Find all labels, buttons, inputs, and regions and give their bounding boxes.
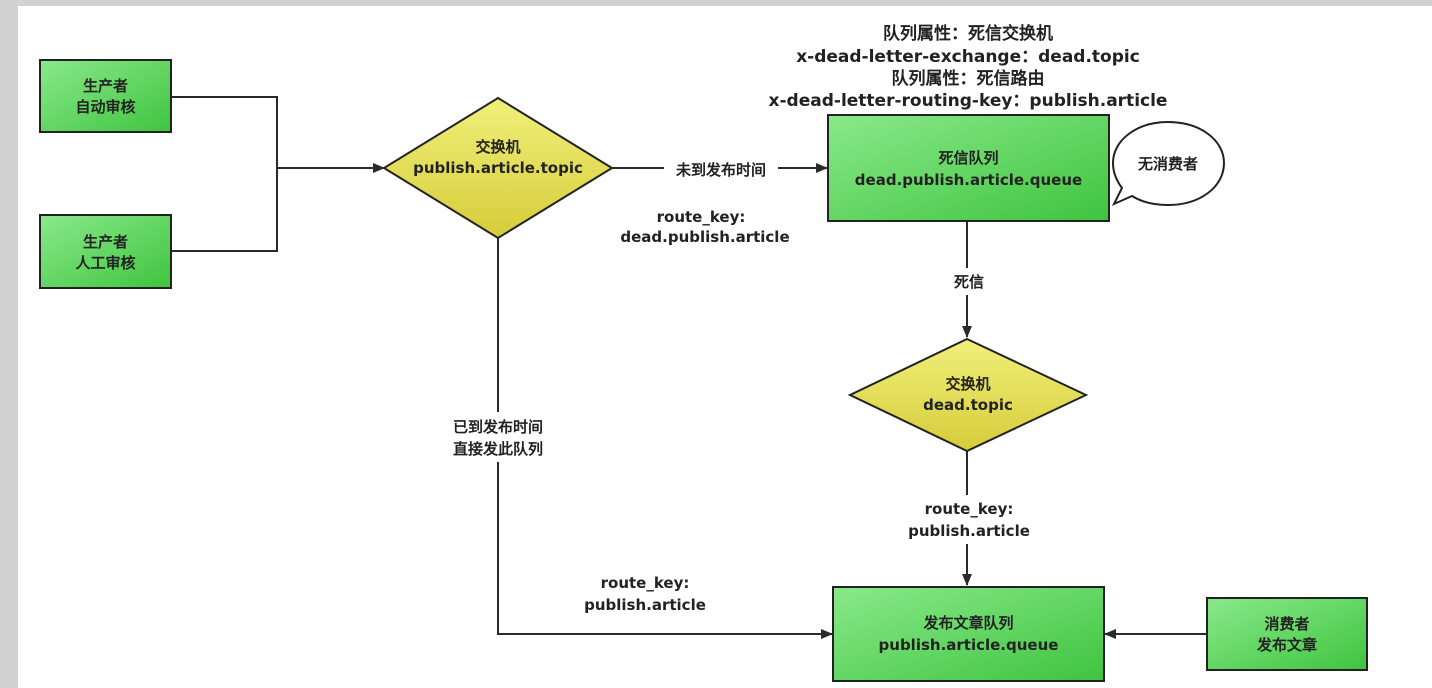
exchange-dead-line1: 交换机 xyxy=(945,375,990,393)
label-route-key-dead-value: dead.publish.article xyxy=(620,228,789,246)
producer-manual-box[interactable]: 生产者 人工审核 xyxy=(39,214,172,289)
consumer-line1: 消费者 xyxy=(1264,615,1309,633)
no-consumer-callout: 无消费者 xyxy=(1111,120,1226,207)
label-route-key-publish-left-value: publish.article xyxy=(584,596,706,614)
exchange-publish-line1: 交换机 xyxy=(475,138,520,156)
producer-auto-box[interactable]: 生产者 自动审核 xyxy=(39,59,172,133)
edge-producer-manual-to-exchange xyxy=(171,168,278,252)
producer-manual-line1: 生产者 xyxy=(83,233,128,251)
label-dead-letter: 死信 xyxy=(954,273,984,291)
producer-manual-line2: 人工审核 xyxy=(75,254,135,272)
label-route-key-publish-left: route_key: xyxy=(601,574,690,592)
publish-queue-line1: 发布文章队列 xyxy=(922,614,1013,632)
queue-property-line: 队列属性：死信路由 xyxy=(892,68,1045,89)
connectors xyxy=(171,96,1207,639)
edge-producer-auto-to-exchange xyxy=(171,96,278,168)
publish-queue-box[interactable]: 发布文章队列 publish.article.queue xyxy=(832,586,1105,682)
consumer-box[interactable]: 消费者 发布文章 xyxy=(1206,597,1368,671)
exchange-publish-line2: publish.article.topic xyxy=(413,159,583,177)
queue-property-line: x-dead-letter-routing-key：publish.articl… xyxy=(769,91,1168,111)
callout-text: 无消费者 xyxy=(1137,155,1198,173)
publish-queue-line2: publish.article.queue xyxy=(879,636,1059,654)
exchange-dead-diamond[interactable]: 交换机 dead.topic xyxy=(847,337,1089,453)
exchange-publish-diamond[interactable]: 交换机 publish.article.topic xyxy=(382,96,614,240)
label-direct-line2: 直接发此队列 xyxy=(453,440,543,458)
queue-property-line: x-dead-letter-exchange：dead.topic xyxy=(796,47,1140,67)
label-not-yet-time: 未到发布时间 xyxy=(675,161,766,179)
producer-auto-line1: 生产者 xyxy=(83,77,128,95)
exchange-dead-line2: dead.topic xyxy=(923,396,1013,414)
label-route-key-publish-right-value: publish.article xyxy=(908,522,1030,540)
label-direct-line1: 已到发布时间 xyxy=(453,418,543,436)
label-route-key-dead: route_key: xyxy=(657,208,746,226)
diagram-canvas xyxy=(18,6,1432,688)
consumer-line2: 发布文章 xyxy=(1256,636,1317,654)
dead-queue-line2: dead.publish.article.queue xyxy=(855,171,1082,189)
edge-labels: 未到发布时间 route_key: dead.publish.article 死… xyxy=(453,161,1030,614)
producer-auto-line2: 自动审核 xyxy=(75,98,135,116)
edge-direct-b xyxy=(497,462,833,639)
dead-queue-box[interactable]: 死信队列 dead.publish.article.queue xyxy=(827,114,1110,222)
queue-properties: 队列属性：死信交换机 x-dead-letter-exchange：dead.t… xyxy=(769,23,1168,111)
dead-queue-line1: 死信队列 xyxy=(938,149,998,167)
queue-property-line: 队列属性：死信交换机 xyxy=(883,23,1053,44)
label-route-key-publish-right: route_key: xyxy=(925,500,1014,518)
